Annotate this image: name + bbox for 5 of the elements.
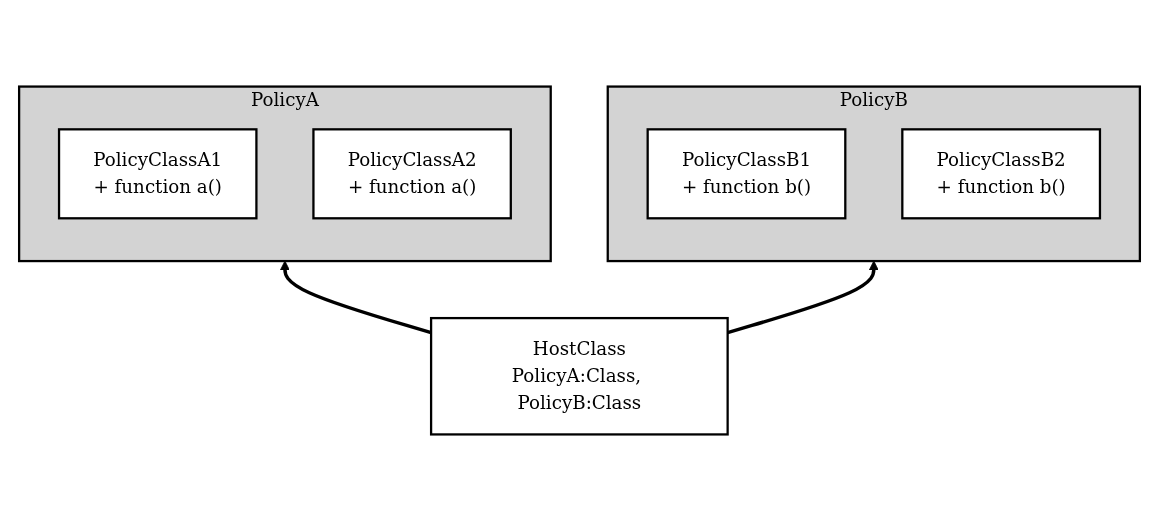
node-box: PolicyClassB1 + function b() — [646, 128, 847, 220]
node-box: PolicyClassB2 + function b() — [901, 128, 1102, 220]
node-box: HostClass PolicyA:Class, PolicyB:Class — [429, 316, 729, 436]
node-box: PolicyClassA1 + function a() — [57, 128, 258, 220]
node-box: PolicyClassA2 + function a() — [312, 128, 512, 220]
